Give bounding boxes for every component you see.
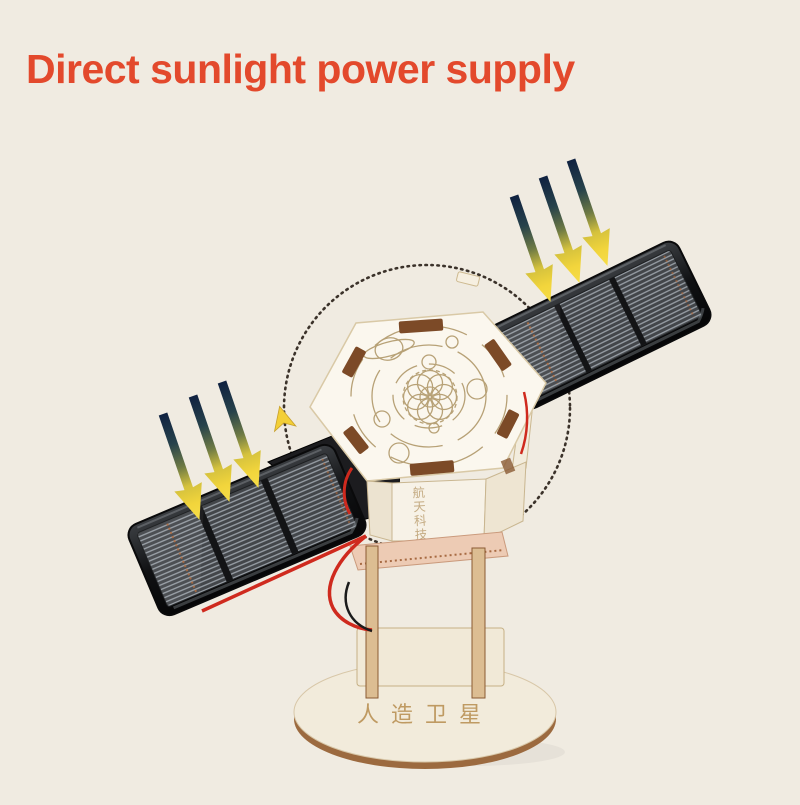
orbit-direction-arrow-icon xyxy=(273,405,297,433)
stand-leg-right xyxy=(471,547,486,699)
sunlight-arrow-icon xyxy=(538,175,582,283)
sunlight-arrow-icon xyxy=(509,194,553,302)
body-engraving-text: 航 天 科 技 xyxy=(412,485,428,543)
sun-rosette-engraving-icon xyxy=(402,369,458,425)
sunlight-arrow-icon xyxy=(188,394,232,502)
stand-leg-left xyxy=(365,545,379,699)
wire-red xyxy=(519,391,529,455)
solar-panel-left xyxy=(127,443,367,617)
base-disc: 人造卫星 xyxy=(293,661,557,769)
sunlight-arrow-icon xyxy=(566,158,610,266)
top-engraving xyxy=(350,325,508,467)
solar-panel-right xyxy=(488,240,712,410)
stand-crossbar xyxy=(356,627,505,687)
satellite-top xyxy=(309,311,547,482)
top-slots xyxy=(342,318,520,476)
wire-red xyxy=(201,467,373,632)
svg-text:科: 科 xyxy=(414,514,428,529)
sunlight-arrow-icon xyxy=(158,412,202,520)
ring-joint xyxy=(456,271,480,287)
wire-black xyxy=(344,581,373,633)
page-title: Direct sunlight power supply xyxy=(26,46,575,92)
svg-text:天: 天 xyxy=(413,500,427,515)
svg-text:航: 航 xyxy=(412,485,426,501)
satellite-body: 航 天 科 技 xyxy=(366,457,527,543)
sunlight-arrow-icon xyxy=(217,380,261,488)
base-engraving-text: 人造卫星 xyxy=(357,702,493,727)
